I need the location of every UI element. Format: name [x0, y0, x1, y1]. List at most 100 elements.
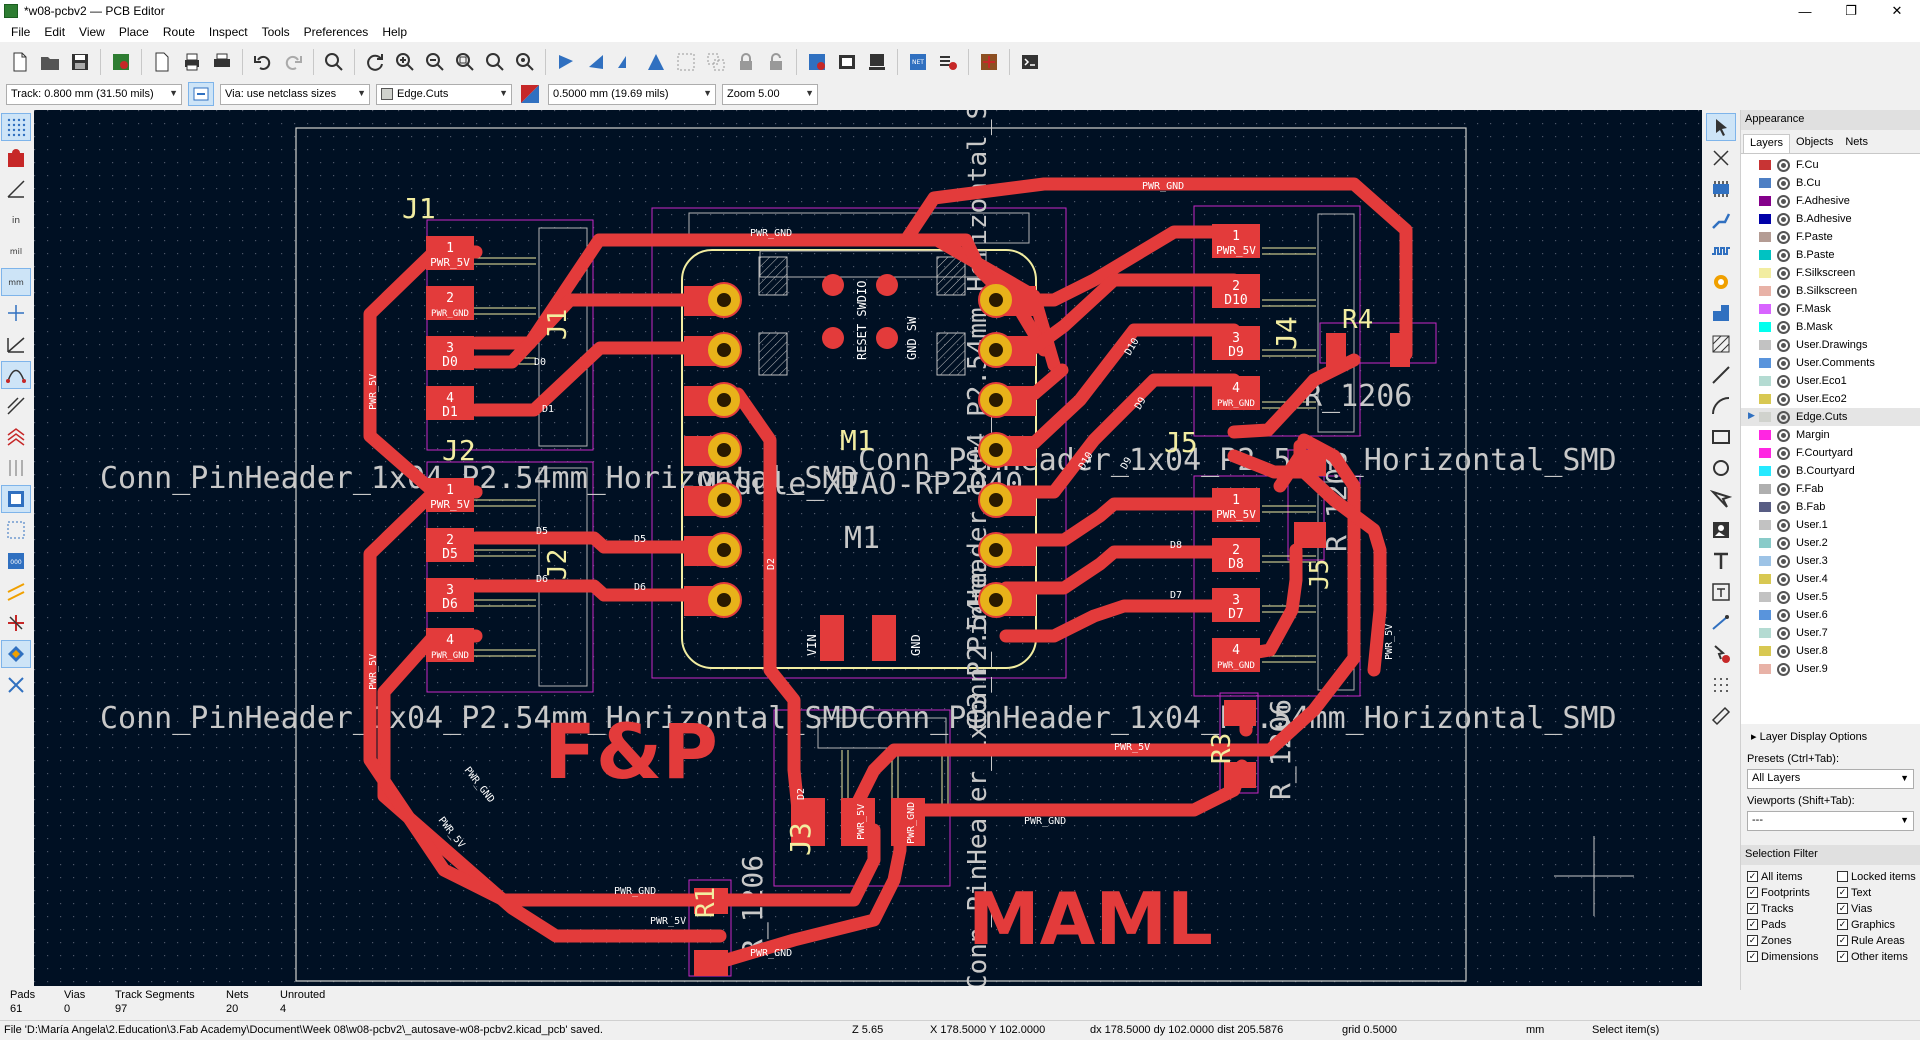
presets-select[interactable]: All Layers▼ — [1747, 769, 1914, 789]
eye-icon[interactable] — [1777, 176, 1790, 190]
eye-icon[interactable] — [1777, 356, 1790, 370]
zoom-fit-button[interactable] — [451, 48, 479, 76]
selection-filter-checkbox[interactable]: Locked items — [1837, 869, 1920, 884]
layer-select[interactable]: Edge.Cuts▼ — [376, 83, 512, 105]
add-zone-button[interactable] — [1706, 299, 1736, 327]
menu-view[interactable]: View — [79, 25, 105, 39]
measure-tool-button[interactable] — [1706, 702, 1736, 730]
layer-color-swatch[interactable] — [1759, 286, 1771, 296]
footprint-editor-button[interactable] — [833, 48, 861, 76]
eye-icon[interactable] — [1777, 284, 1790, 298]
eye-icon[interactable] — [1777, 302, 1790, 316]
menu-tools[interactable]: Tools — [261, 25, 290, 39]
menu-inspect[interactable]: Inspect — [208, 25, 248, 39]
scripting-console-button[interactable] — [1016, 48, 1044, 76]
add-footprint-button[interactable] — [1706, 175, 1736, 203]
grid-toggle-button[interactable] — [1, 113, 31, 141]
layer-row[interactable]: User.2 — [1741, 534, 1920, 552]
grid-origin-button[interactable] — [1706, 671, 1736, 699]
add-rule-area-button[interactable] — [1706, 330, 1736, 358]
cursor-style-button[interactable] — [1, 299, 31, 327]
selection-filter-checkbox[interactable]: ✓Pads — [1747, 917, 1837, 932]
layer-row[interactable]: User.Drawings — [1741, 336, 1920, 354]
layer-color-swatch[interactable] — [1759, 664, 1771, 674]
eye-icon[interactable] — [1777, 230, 1790, 244]
layer-row[interactable]: User.8 — [1741, 642, 1920, 660]
layer-row[interactable]: User.6 — [1741, 606, 1920, 624]
ratsnest-toggle-button[interactable] — [1, 330, 31, 358]
rotate-ccw-button[interactable] — [552, 48, 580, 76]
eye-icon[interactable] — [1777, 572, 1790, 586]
layer-row[interactable]: B.Paste — [1741, 246, 1920, 264]
zoom-selection-button[interactable] — [511, 48, 539, 76]
drc-button[interactable] — [803, 48, 831, 76]
rotate-cw-button[interactable] — [582, 48, 610, 76]
layer-color-swatch[interactable] — [1759, 178, 1771, 188]
auto-track-width-button[interactable] — [188, 82, 214, 106]
layer-color-swatch[interactable] — [1759, 304, 1771, 314]
layer-color-swatch[interactable] — [1759, 358, 1771, 368]
layer-color-swatch[interactable] — [1759, 160, 1771, 170]
board-setup-button[interactable] — [107, 48, 135, 76]
units-inch-button[interactable]: in — [1, 206, 31, 234]
draw-arc-button[interactable] — [1706, 392, 1736, 420]
layer-color-swatch[interactable] — [1759, 610, 1771, 620]
unlock-button[interactable] — [762, 48, 790, 76]
selection-filter-checkbox[interactable]: ✓Dimensions — [1747, 949, 1837, 964]
eye-icon[interactable] — [1777, 500, 1790, 514]
layer-color-swatch[interactable] — [1759, 430, 1771, 440]
drc-violations-button[interactable] — [1, 144, 31, 172]
zoom-objects-button[interactable] — [481, 48, 509, 76]
checkmark-icon[interactable]: ✓ — [1747, 871, 1758, 882]
eye-icon[interactable] — [1777, 248, 1790, 262]
layer-row[interactable]: User.Comments — [1741, 354, 1920, 372]
undo-button[interactable] — [249, 48, 277, 76]
checkmark-icon[interactable]: ✓ — [1837, 935, 1848, 946]
layer-row[interactable]: User.9 — [1741, 660, 1920, 678]
layer-row[interactable]: User.3 — [1741, 552, 1920, 570]
minimize-button[interactable]: — — [1798, 3, 1812, 19]
layer-row[interactable]: User.5 — [1741, 588, 1920, 606]
menu-place[interactable]: Place — [118, 25, 149, 39]
open-board-button[interactable] — [36, 48, 64, 76]
route-track-button[interactable] — [1706, 206, 1736, 234]
menu-route[interactable]: Route — [162, 25, 195, 39]
layer-color-swatch[interactable] — [1759, 484, 1771, 494]
layer-row[interactable]: Margin — [1741, 426, 1920, 444]
layer-row[interactable]: B.Mask — [1741, 318, 1920, 336]
tab-layers[interactable]: Layers — [1743, 134, 1791, 153]
checkmark-icon[interactable]: ✓ — [1747, 919, 1758, 930]
layer-color-swatch[interactable] — [1759, 520, 1771, 530]
layer-color-swatch[interactable] — [1759, 448, 1771, 458]
pcb-drawing[interactable]: Conn_PinHeader_1x04_P2.54mm_Horizontal_S… — [34, 110, 1702, 986]
layer-color-swatch[interactable] — [1759, 268, 1771, 278]
menu-file[interactable]: File — [11, 25, 31, 39]
units-mil-button[interactable]: mil — [1, 237, 31, 265]
layer-row[interactable]: User.7 — [1741, 624, 1920, 642]
close-button[interactable]: ✕ — [1891, 3, 1903, 18]
add-image-button[interactable] — [1706, 516, 1736, 544]
layer-color-swatch[interactable] — [1759, 466, 1771, 476]
layer-row[interactable]: B.Fab — [1741, 498, 1920, 516]
checkmark-icon[interactable]: ✓ — [1837, 887, 1848, 898]
layer-color-swatch[interactable] — [1759, 574, 1771, 584]
eye-icon[interactable] — [1777, 536, 1790, 550]
draw-polygon-button[interactable] — [1706, 485, 1736, 513]
group-button[interactable] — [672, 48, 700, 76]
layer-color-swatch[interactable] — [1759, 628, 1771, 638]
curved-ratsnest-button[interactable] — [1, 361, 31, 389]
layer-row[interactable]: F.Paste — [1741, 228, 1920, 246]
eye-icon[interactable] — [1777, 428, 1790, 442]
eye-icon[interactable] — [1777, 464, 1790, 478]
net-highlight-button[interactable] — [1, 516, 31, 544]
selection-filter-checkbox[interactable]: ✓Other items — [1837, 949, 1920, 964]
layer-row[interactable]: B.Cu — [1741, 174, 1920, 192]
maximize-button[interactable]: ❐ — [1845, 3, 1857, 18]
layer-color-swatch[interactable] — [1759, 322, 1771, 332]
layer-color-swatch[interactable] — [1759, 232, 1771, 242]
layer-color-swatch[interactable] — [1759, 196, 1771, 206]
layer-color-swatch[interactable] — [1759, 538, 1771, 548]
layer-row[interactable]: B.Adhesive — [1741, 210, 1920, 228]
via-size-select[interactable]: Via: use netclass sizes▼ — [220, 83, 370, 105]
selection-filter-checkbox[interactable]: ✓All items — [1747, 869, 1837, 884]
